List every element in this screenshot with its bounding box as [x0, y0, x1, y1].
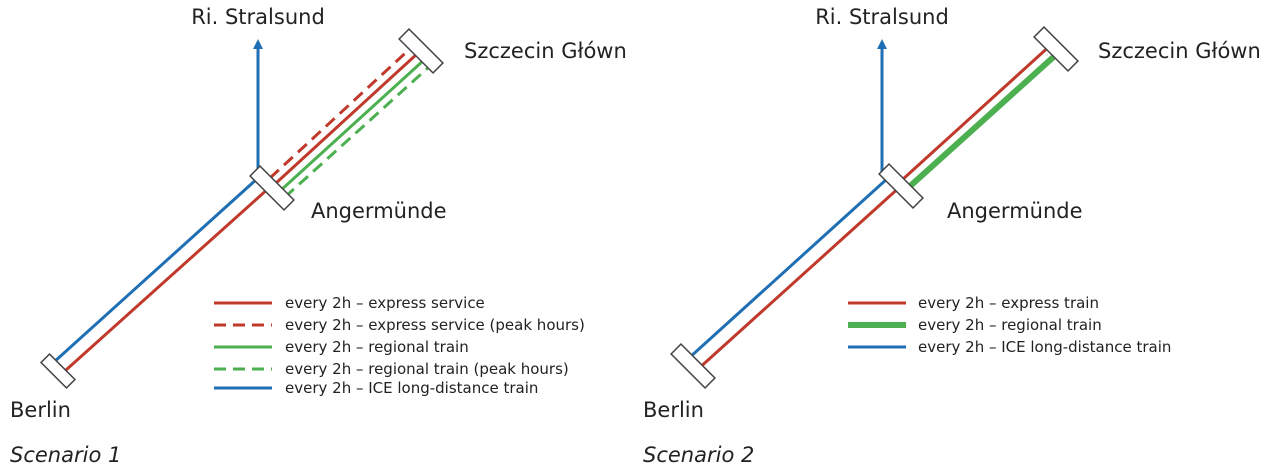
regional-peak-line [283, 64, 432, 199]
station-label-stralsund-2: Ri. Stralsund [815, 5, 949, 29]
legend-scenario-1: every 2h – express service every 2h – ex… [214, 294, 585, 397]
station-label-stralsund: Ri. Stralsund [191, 5, 325, 29]
express-peak-line [268, 44, 415, 180]
regional-line [278, 58, 426, 193]
caption-scenario-2: Scenario 2 [643, 443, 754, 467]
express-line-angermuende-szczecin [273, 51, 420, 186]
legend-scenario-2: every 2h – express train every 2h – regi… [848, 294, 1171, 356]
legend-label-express: every 2h – express service [285, 294, 485, 312]
express-line-berlin-2 [695, 183, 904, 372]
station-label-angermuende: Angermünde [311, 199, 447, 223]
ice-line-berlin-angermuende-2 [687, 176, 890, 360]
scenario-1-diagram: Ri. Stralsund Szczecin Główn Angermünde … [10, 5, 627, 467]
legend-label-regional-peak: every 2h – regional train (peak hours) [285, 360, 569, 378]
platform-szczecin-2 [1033, 26, 1079, 72]
platform-angermuende-2 [878, 163, 924, 209]
station-label-szczecin-2: Szczecin Główn [1098, 39, 1261, 63]
legend-label-ice-2: every 2h – ICE long-distance train [918, 338, 1171, 356]
legend-label-regional-2: every 2h – regional train [918, 316, 1102, 334]
platform-berlin-2 [670, 343, 716, 389]
legend-label-regional: every 2h – regional train [285, 338, 469, 356]
station-label-berlin-2: Berlin [643, 398, 704, 422]
platform-berlin [39, 352, 77, 390]
platform-angermuende [249, 165, 295, 211]
station-label-angermuende-2: Angermünde [947, 199, 1083, 223]
platform-szczecin [398, 28, 444, 74]
station-label-szczecin: Szczecin Główn [464, 39, 627, 63]
legend-label-express-2: every 2h – express train [918, 294, 1099, 312]
station-label-berlin: Berlin [10, 398, 71, 422]
caption-scenario-1: Scenario 1 [10, 443, 121, 467]
legend-label-ice: every 2h – ICE long-distance train [285, 379, 538, 397]
express-line-berlin-angermuende [64, 185, 272, 372]
regional-line-2 [905, 49, 1062, 191]
scenario-2-diagram: Ri. Stralsund Szczecin Główn Angermünde … [643, 5, 1261, 467]
legend-label-express-peak: every 2h – express service (peak hours) [285, 316, 585, 334]
ice-line-berlin-angermuende [52, 176, 260, 364]
express-line-angermuende-szczecin-2 [900, 41, 1055, 182]
